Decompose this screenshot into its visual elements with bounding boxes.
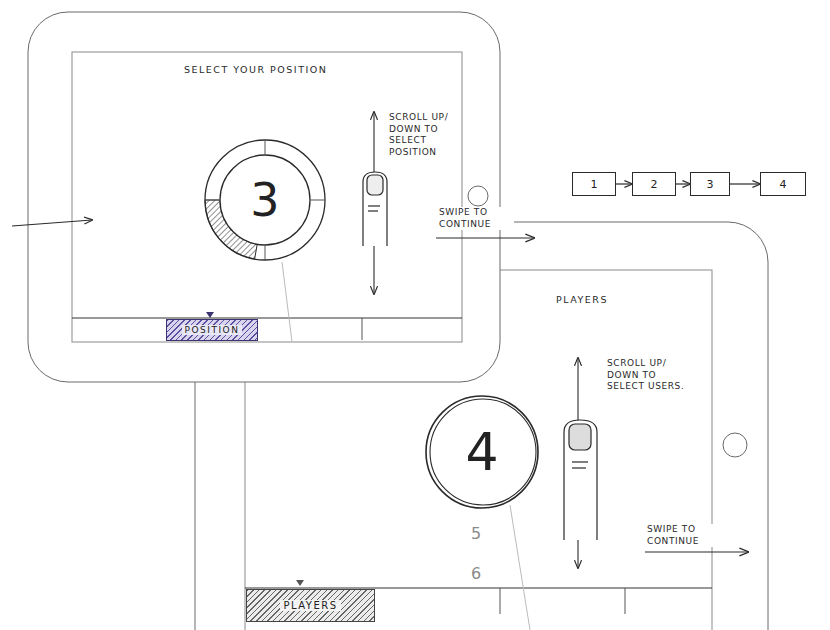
finger-icon [564, 420, 597, 540]
finger-nail [367, 175, 383, 195]
dial-inner [220, 155, 310, 245]
instruction-note: SWIPE TO CONTINUE [438, 207, 514, 230]
tablet-screen [72, 52, 462, 342]
entry-arrow [12, 220, 92, 226]
tab-label: PLAYERS [280, 600, 340, 611]
finger-crease [572, 467, 586, 468]
tab-marker [296, 580, 304, 586]
dial-value: 3 [250, 173, 279, 227]
dial-outer [205, 140, 325, 260]
step-box: 2 [632, 172, 676, 196]
step-number: 3 [707, 178, 714, 191]
position-dial: 3 [203, 138, 327, 262]
flow-arrow [616, 183, 632, 184]
flow-arrow [676, 183, 690, 184]
tablet-front [28, 12, 500, 382]
tab-label: POSITION [182, 325, 243, 335]
step-number: 2 [651, 178, 658, 191]
finger-icon [363, 172, 387, 246]
tab-divider [625, 588, 626, 614]
dial-tick [265, 245, 266, 260]
screen-title: PLAYERS [555, 294, 609, 306]
swipe-arrow [436, 237, 534, 238]
players-dial: 4 [424, 394, 540, 510]
tablet-bezel [28, 12, 500, 382]
step-number: 1 [591, 178, 598, 191]
dial-tick [310, 200, 325, 201]
instruction-note: SCROLL UP/ DOWN TO SELECT POSITION [388, 112, 460, 159]
instruction-note: SWIPE TO CONTINUE [646, 524, 744, 547]
instruction-note: SCROLL UP/ DOWN TO SELECT USERS. [606, 358, 690, 393]
step-box: 4 [760, 172, 806, 196]
dial-tick [205, 200, 220, 201]
step-box: 3 [690, 172, 730, 196]
construction-line [510, 505, 530, 630]
list-value: 6 [470, 564, 482, 585]
tab-bar [72, 318, 462, 319]
flow-arrow [730, 183, 760, 184]
finger-crease [368, 205, 380, 206]
step-box: 1 [572, 172, 616, 196]
tab-button: PLAYERS [246, 589, 375, 622]
home-button [468, 186, 488, 206]
finger-crease [368, 210, 378, 211]
list-value: 5 [470, 524, 482, 545]
tab-divider [362, 318, 363, 340]
screen-title: SELECT YOUR POSITION [183, 64, 328, 76]
finger-nail [569, 424, 591, 450]
dial-outer [426, 396, 538, 508]
finger-crease [572, 461, 588, 462]
dial-tick [265, 140, 266, 155]
dial-value: 4 [465, 422, 498, 482]
construction-line [282, 262, 292, 342]
dial-inner [430, 399, 536, 505]
finger-outline [363, 172, 387, 246]
finger-outline [564, 420, 597, 540]
tab-marker [206, 312, 214, 318]
tab-button: POSITION [166, 319, 258, 341]
step-number: 4 [780, 178, 787, 191]
swipe-arrow [645, 551, 748, 552]
home-button [723, 433, 747, 457]
tab-divider [500, 588, 501, 614]
